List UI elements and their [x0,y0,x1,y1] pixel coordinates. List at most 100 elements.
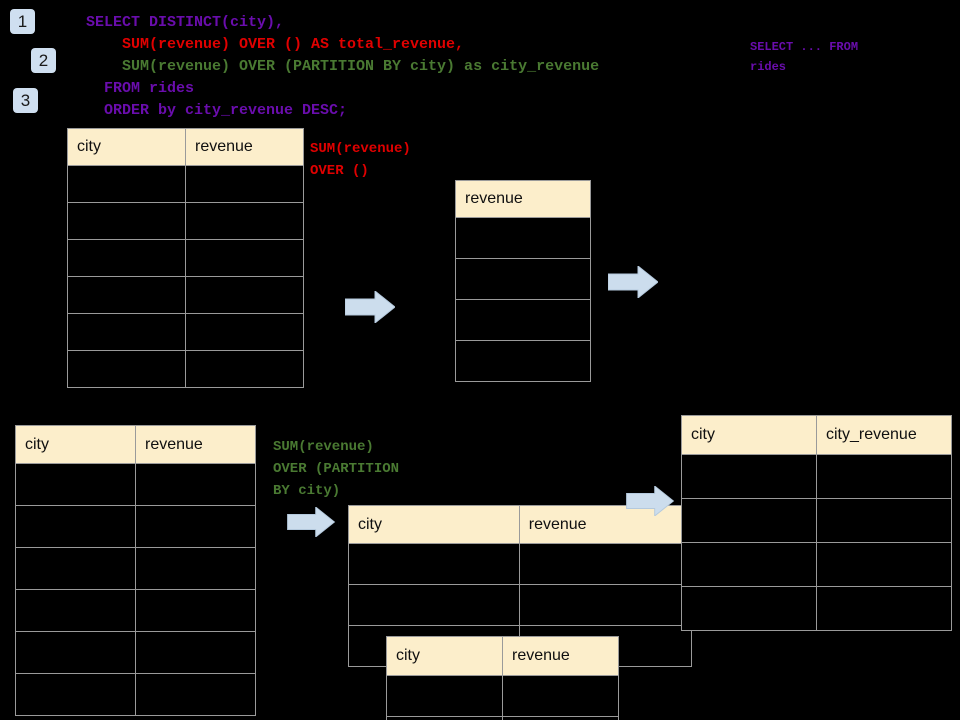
table-row [67,165,304,203]
cell-revenue [502,675,619,717]
cell-city [681,454,817,499]
side-note-rides: rides [750,60,787,74]
column-header-city: city [67,128,186,166]
cell-revenue [185,165,304,203]
column-header-city: city [681,415,817,455]
table-row [67,276,304,314]
table-row [386,716,619,720]
sql-line-order-by: ORDER by city_revenue DESC; [86,102,348,119]
table-total-revenue: revenue [455,180,591,382]
table-body [348,543,693,667]
table-row [455,217,591,259]
table-body [386,675,619,720]
table-partition-back: city revenue [348,505,693,667]
arrow-partition-to-result [626,486,675,516]
table-body [15,463,256,716]
cell-revenue [185,202,304,240]
cell-city [67,239,186,277]
callout-over-partition-line1: SUM(revenue) [273,439,374,455]
cell-city [348,584,520,626]
sql-line-from: FROM rides [86,80,195,97]
arrow-rides-to-partition [287,507,336,537]
cell-city [15,463,136,506]
cell-revenue [185,276,304,314]
cell-revenue [185,239,304,277]
cell-city [386,716,503,720]
arrow-total-to-result [608,266,658,298]
cell-city [681,542,817,587]
cell-city [15,505,136,548]
callout-over-empty-line2: OVER () [310,163,369,179]
cell-revenue [455,258,591,300]
table-header-row: city city_revenue [681,415,952,455]
table-row [386,675,619,717]
column-header-revenue: revenue [518,505,693,544]
table-row [681,498,952,543]
table-header-row: revenue [455,180,591,218]
table-header-row: city revenue [15,425,256,464]
table-header-row: city revenue [386,636,619,676]
sql-line-select: SELECT DISTINCT(city), [86,14,285,31]
table-rides-top: city revenue [67,128,304,388]
table-body [681,454,952,631]
cell-revenue [185,313,304,351]
cell-city-revenue [816,498,952,543]
cell-revenue [518,543,693,585]
column-header-city-revenue: city_revenue [816,415,952,455]
table-row [15,463,256,506]
cell-revenue [455,217,591,259]
table-partition-front: city revenue [386,636,619,720]
cell-city [348,543,520,585]
cell-city [15,589,136,632]
cell-city [67,202,186,240]
cell-revenue [135,589,256,632]
sql-line-city-revenue: SUM(revenue) OVER (PARTITION BY city) as… [86,58,600,75]
side-note-select-from: SELECT ... FROM [750,40,859,54]
cell-city [15,547,136,590]
cell-city [67,165,186,203]
column-header-revenue: revenue [135,425,256,464]
callout-over-empty-line1: SUM(revenue) [310,141,411,157]
cell-city [67,350,186,388]
cell-revenue [455,340,591,382]
table-row [681,586,952,631]
table-row [455,258,591,300]
table-row [15,589,256,632]
step-badge-1: 1 [10,9,35,34]
column-header-revenue: revenue [185,128,304,166]
cell-revenue [135,631,256,674]
callout-over-partition-line2: OVER (PARTITION [273,461,400,477]
cell-city [67,313,186,351]
table-rides-bottom: city revenue [15,425,256,716]
step-badge-2: 2 [31,48,56,73]
table-row [348,584,693,626]
table-header-row: city revenue [348,505,693,544]
cell-revenue [135,463,256,506]
table-row [67,350,304,388]
table-row [15,673,256,716]
cell-revenue [455,299,591,341]
table-row [67,202,304,240]
cell-city-revenue [816,542,952,587]
cell-city [681,498,817,543]
cell-city [15,631,136,674]
table-row [455,299,591,341]
cell-revenue [518,584,693,626]
table-result: city city_revenue [681,415,952,631]
table-row [67,313,304,351]
cell-revenue [185,350,304,388]
cell-revenue [502,716,619,720]
cell-city-revenue [816,586,952,631]
table-header-row: city revenue [67,128,304,166]
table-row [455,340,591,382]
table-body [455,217,591,382]
column-header-revenue: revenue [455,180,591,218]
table-row [15,547,256,590]
sql-line-total-revenue: SUM(revenue) OVER () AS total_revenue, [86,36,465,53]
table-row [15,631,256,674]
cell-revenue [135,547,256,590]
column-header-revenue: revenue [502,636,619,676]
table-row [681,542,952,587]
callout-over-partition-line3: BY city) [273,483,341,499]
